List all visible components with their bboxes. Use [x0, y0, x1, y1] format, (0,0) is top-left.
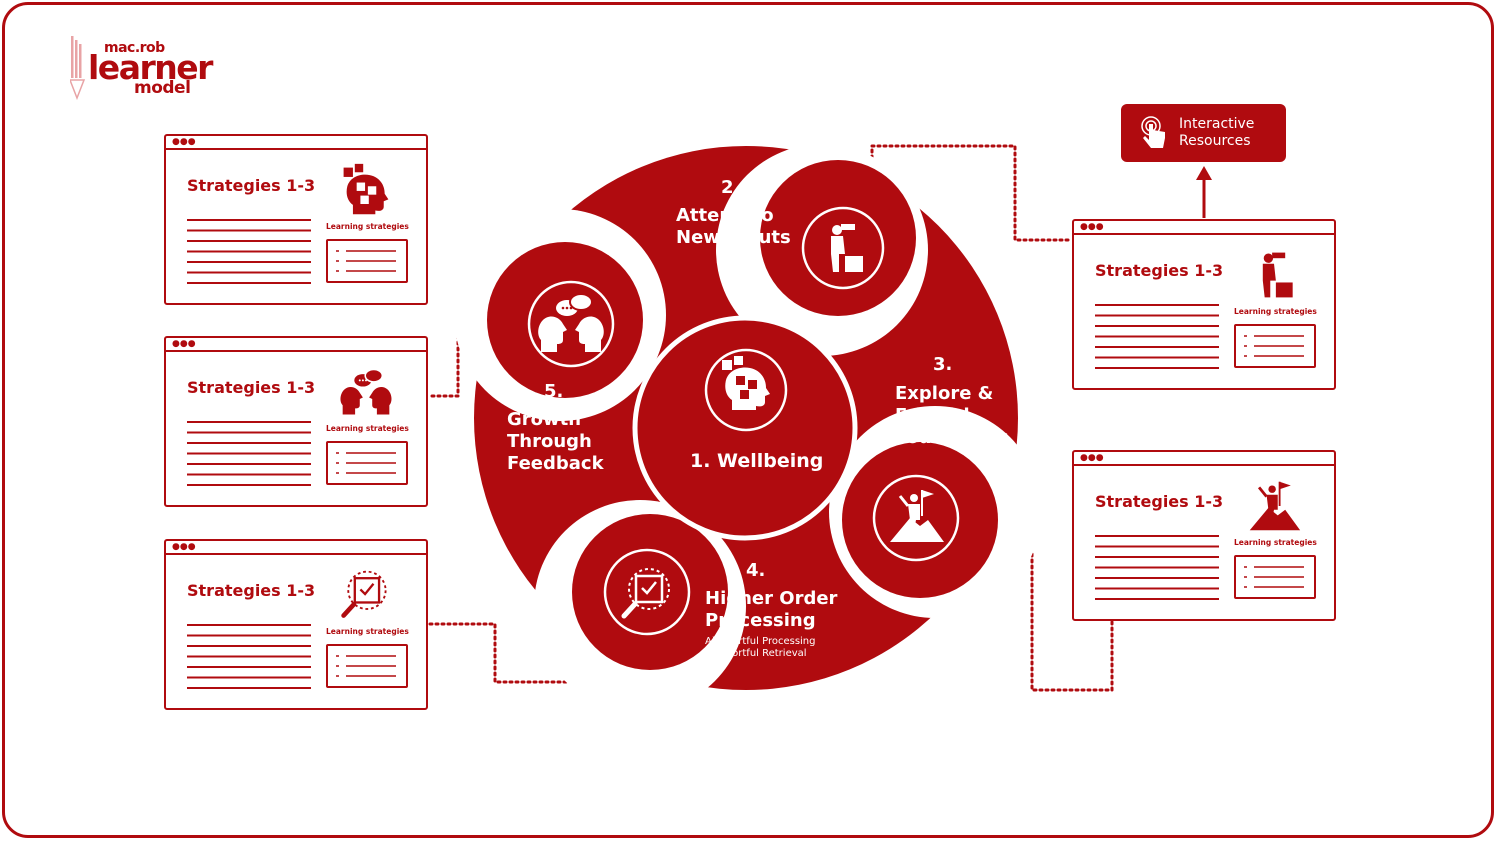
segment-processing-line2: Processing: [705, 610, 816, 631]
logo: mac.rob learner model: [68, 36, 213, 102]
text-lines: [187, 421, 311, 486]
card-title: Strategies 1-3: [187, 581, 316, 600]
text-lines: [187, 219, 311, 284]
mini-list-box: [326, 441, 408, 485]
window-dots: ●●●: [1080, 453, 1104, 463]
segment-wellbeing-label: 1. Wellbeing: [690, 450, 824, 472]
text-lines: [1095, 304, 1219, 369]
connector-explore: [988, 546, 1114, 692]
binoculars-person-icon: [1262, 252, 1293, 298]
interactive-resources-line1: Interactive: [1179, 116, 1255, 132]
magnify-check-icon: [341, 570, 387, 618]
pencil-logo-icon: [70, 36, 86, 100]
arrow-up: [1196, 166, 1212, 218]
interactive-resources-line2: Resources: [1179, 133, 1251, 149]
window-dots: ●●●: [172, 339, 196, 349]
window-dots: ●●●: [172, 542, 196, 552]
segment-attend-line1: Attend To: [676, 205, 774, 226]
segment-explore-line1: Explore &: [895, 383, 994, 404]
mini-list: [1244, 335, 1304, 357]
interactive-resources-button[interactable]: Interactive Resources: [1121, 104, 1286, 162]
mini-list-box: [326, 644, 408, 688]
text-lines: [1095, 535, 1219, 600]
mini-list-box: [326, 239, 408, 283]
strategy-card[interactable]: ●●● Strategies 1-3 Learning strategies: [164, 336, 428, 507]
segment-processing-line1: Higher Order: [705, 588, 838, 609]
icon-ring-wellbeing: [704, 348, 788, 432]
window-dots: ●●●: [172, 137, 196, 147]
icon-ring-processing: [603, 548, 691, 636]
text-lines: [187, 624, 311, 689]
segment-explore-num: 3.: [933, 354, 953, 375]
strategy-card[interactable]: ●●● Strategies 1-3 Learning strategies: [164, 134, 428, 305]
center-hub: [632, 315, 858, 541]
strategy-card[interactable]: ●●● Strategies 1-3 Learning strategies: [164, 539, 428, 710]
card-sublabel: Learning strategies: [1234, 307, 1317, 316]
logo-subtitle: model: [134, 78, 191, 98]
card-sublabel: Learning strategies: [326, 627, 409, 636]
window-dots: ●●●: [1080, 222, 1104, 232]
card-sublabel: Learning strategies: [1234, 538, 1317, 547]
card-title: Strategies 1-3: [187, 378, 316, 397]
window-bar: [166, 553, 426, 555]
logo-title: learner: [88, 48, 213, 87]
segment-feedback-line3: Feedback: [507, 453, 604, 474]
mini-list-box: [1234, 324, 1316, 368]
segment-explore-line2: Expand: [895, 405, 970, 426]
card-title: Strategies 1-3: [187, 176, 316, 195]
mini-list: [336, 452, 396, 474]
conversation-heads-icon: [340, 368, 392, 415]
window-bar: [1074, 233, 1334, 235]
window-bar: [166, 148, 426, 150]
lobe-feedback: [487, 242, 643, 398]
mini-list-box: [1234, 555, 1316, 599]
segment-explore-line3: Your Limits: [895, 427, 1009, 448]
segment-attend-line2: New Inputs: [676, 227, 791, 248]
segment-feedback-line1: Growth: [507, 409, 582, 430]
strategy-card[interactable]: ●●● Strategies 1-3 Learning strategies: [1072, 219, 1336, 390]
strategy-card[interactable]: ●●● Strategies 1-3 Learning strategies: [1072, 450, 1336, 621]
card-sublabel: Learning strategies: [326, 424, 409, 433]
window-bar: [1074, 464, 1334, 466]
card-title: Strategies 1-3: [1095, 492, 1224, 511]
window-bar: [166, 350, 426, 352]
icon-ring-feedback: [527, 280, 615, 368]
summit-flag-icon: [1249, 481, 1301, 531]
mini-list: [1244, 566, 1304, 588]
lobe-processing: [572, 514, 728, 670]
segment-processing-sub1: A) Effortful Processing: [705, 636, 816, 647]
icon-ring-explore: [872, 474, 960, 562]
mini-list: [336, 250, 396, 272]
puzzle-head-icon: [343, 163, 389, 215]
card-title: Strategies 1-3: [1095, 261, 1224, 280]
segment-processing-sub2: B) Effortful Retrieval: [705, 648, 807, 659]
icon-ring-attend: [801, 206, 885, 290]
segment-feedback-num: 5.: [544, 381, 564, 402]
logo-brand: mac.rob: [104, 40, 165, 56]
card-sublabel: Learning strategies: [326, 222, 409, 231]
mini-list: [336, 655, 396, 677]
segment-feedback-line2: Through: [507, 431, 592, 452]
segment-processing-num: 4.: [746, 560, 766, 581]
pointer-touch-icon: [1141, 116, 1165, 148]
segment-attend-num: 2.: [721, 177, 741, 198]
